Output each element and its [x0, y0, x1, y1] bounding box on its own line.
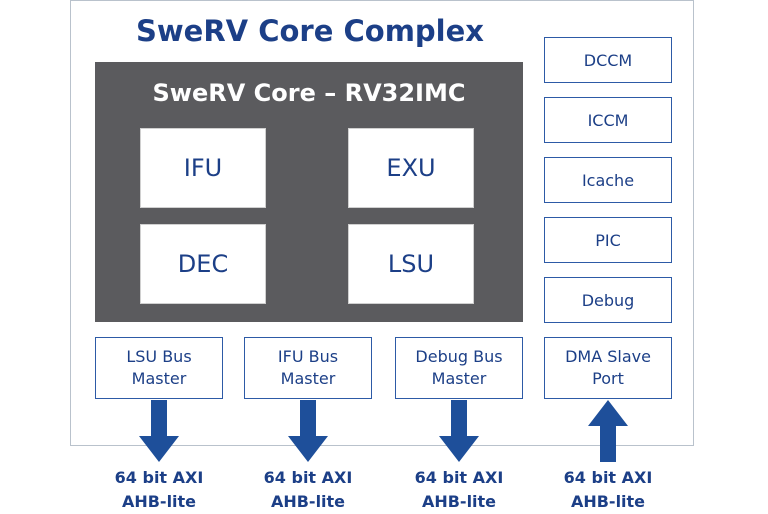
- side-block-icache: Icache: [544, 157, 672, 203]
- unit-lsu: LSU: [348, 224, 474, 304]
- side-block-pic: PIC: [544, 217, 672, 263]
- arrow-up-icon: [588, 400, 628, 462]
- arrow-down-icon: [139, 400, 179, 462]
- bus-block-dma: DMA Slave Port: [544, 337, 672, 399]
- interface-label-3: 64 bit AXI AHB-lite: [395, 466, 523, 514]
- side-block-dccm: DCCM: [544, 37, 672, 83]
- interface-line2: AHB-lite: [570, 492, 646, 511]
- unit-ifu: IFU: [140, 128, 266, 208]
- bus-block-ifu: IFU Bus Master: [244, 337, 372, 399]
- interface-line1: 64 bit AXI: [414, 468, 504, 487]
- side-block-iccm: ICCM: [544, 97, 672, 143]
- unit-exu: EXU: [348, 128, 474, 208]
- interface-line1: 64 bit AXI: [263, 468, 353, 487]
- diagram-title: SweRV Core Complex: [136, 14, 484, 48]
- interface-line2: AHB-lite: [270, 492, 346, 511]
- arrow-down-icon: [439, 400, 479, 462]
- interface-label-2: 64 bit AXI AHB-lite: [244, 466, 372, 514]
- interface-line2: AHB-lite: [421, 492, 497, 511]
- arrow-down-icon: [288, 400, 328, 462]
- interface-line1: 64 bit AXI: [114, 468, 204, 487]
- side-block-debug: Debug: [544, 277, 672, 323]
- unit-dec: DEC: [140, 224, 266, 304]
- interface-line1: 64 bit AXI: [563, 468, 653, 487]
- interface-label-4: 64 bit AXI AHB-lite: [544, 466, 672, 514]
- core-title: SweRV Core – RV32IMC: [152, 79, 466, 107]
- interface-line2: AHB-lite: [121, 492, 197, 511]
- bus-block-lsu: LSU Bus Master: [95, 337, 223, 399]
- bus-block-debug: Debug Bus Master: [395, 337, 523, 399]
- interface-label-1: 64 bit AXI AHB-lite: [95, 466, 223, 514]
